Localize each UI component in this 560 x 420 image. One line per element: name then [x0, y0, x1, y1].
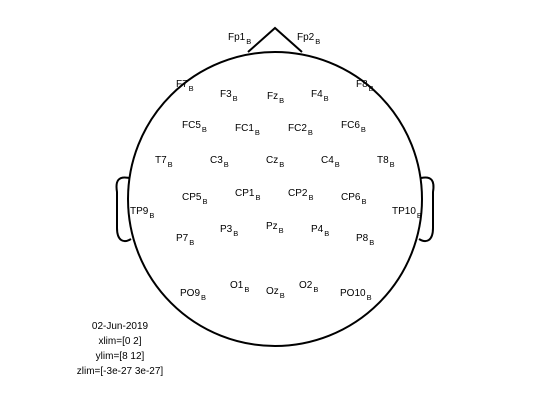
electrode-subscript: B: [417, 211, 422, 220]
electrode-subscript: B: [324, 94, 329, 103]
electrode-label-fc5: FC5B: [182, 120, 207, 134]
electrode-subscript: B: [168, 160, 173, 169]
electrode-subscript: B: [189, 238, 194, 247]
electrode-subscript: B: [202, 125, 207, 134]
electrode-label-f3: F3B: [220, 89, 238, 103]
electrode-subscript: B: [244, 285, 249, 294]
electrode-label-cp2: CP2B: [288, 188, 313, 202]
electrode-label-po9: PO9B: [180, 288, 206, 302]
electrode-label-po10: PO10B: [340, 288, 372, 302]
electrode-label-o2: O2B: [299, 280, 318, 294]
electrode-subscript: B: [255, 128, 260, 137]
electrode-label-p7: P7B: [176, 233, 194, 247]
date-label: 02-Jun-2019: [91, 321, 149, 332]
electrode-label-fp2: Fp2B: [297, 32, 320, 46]
electrode-label-cp1: CP1B: [235, 188, 260, 202]
electrode-labels: Fp1B Fp2B F7B F3B FzB F4B F8B FC5B FC1B FC2B FC6B T…: [130, 32, 422, 302]
electrode-subscript: B: [224, 160, 229, 169]
electrode-label-c4: C4B: [321, 155, 340, 169]
electrode-label-f8: F8B: [356, 79, 374, 93]
electrode-subscript: B: [201, 293, 206, 302]
electrode-subscript: B: [390, 160, 395, 169]
electrode-subscript: B: [279, 160, 284, 169]
electrode-label-t8: T8B: [377, 155, 395, 169]
electrode-label-p3: P3B: [220, 224, 238, 238]
head-outline: [127, 51, 423, 347]
electrode-subscript: B: [361, 125, 366, 134]
left-ear-outline: [115, 176, 132, 243]
electrode-subscript: B: [361, 197, 366, 206]
electrode-subscript: B: [313, 285, 318, 294]
xlim-label: xlim=[0 2]: [98, 336, 142, 347]
electrode-subscript: B: [279, 96, 284, 105]
electrode-subscript: B: [308, 193, 313, 202]
electrode-label-o1: O1B: [230, 280, 249, 294]
electrode-label-cz: CzB: [266, 155, 284, 169]
electrode-label-fz: FzB: [267, 91, 284, 105]
electrode-subscript: B: [308, 128, 313, 137]
electrode-label-tp9: TP9B: [130, 206, 154, 220]
electrode-subscript: B: [369, 238, 374, 247]
right-ear-outline: [418, 176, 435, 243]
electrode-subscript: B: [255, 193, 260, 202]
electrode-label-fc2: FC2B: [288, 123, 313, 137]
electrode-subscript: B: [233, 229, 238, 238]
electrode-subscript: B: [324, 229, 329, 238]
electrode-label-cp6: CP6B: [341, 192, 366, 206]
nose-outline: [247, 26, 303, 53]
electrode-subscript: B: [369, 84, 374, 93]
electrode-subscript: B: [367, 293, 372, 302]
electrode-label-fc1: FC1B: [235, 123, 260, 137]
electrode-label-p8: P8B: [356, 233, 374, 247]
plot-info: 02-Jun-2019 xlim=[0 2] ylim=[8 12] zlim=…: [60, 319, 180, 379]
electrode-subscript: B: [279, 226, 284, 235]
electrode-subscript: B: [202, 197, 207, 206]
electrode-subscript: B: [280, 291, 285, 300]
electrode-subscript: B: [335, 160, 340, 169]
electrode-subscript: B: [233, 94, 238, 103]
electrode-label-fp1: Fp1B: [228, 32, 251, 46]
electrode-label-f4: F4B: [311, 89, 329, 103]
zlim-label: zlim=[-3e-27 3e-27]: [76, 366, 164, 377]
electrode-label-p4: P4B: [311, 224, 329, 238]
electrode-subscript: B: [315, 37, 320, 46]
electrode-label-fc6: FC6B: [341, 120, 366, 134]
electrode-label-cp5: CP5B: [182, 192, 207, 206]
electrode-label-pz: PzB: [266, 221, 284, 235]
electrode-label-c3: C3B: [210, 155, 229, 169]
electrode-label-f7: F7B: [176, 79, 194, 93]
ylim-label: ylim=[8 12]: [95, 351, 145, 362]
electrode-label-oz: OzB: [266, 286, 285, 300]
electrode-subscript: B: [189, 84, 194, 93]
electrode-subscript: B: [246, 37, 251, 46]
electrode-label-tp10: TP10B: [392, 206, 422, 220]
electrode-label-t7: T7B: [155, 155, 173, 169]
electrode-subscript: B: [149, 211, 154, 220]
